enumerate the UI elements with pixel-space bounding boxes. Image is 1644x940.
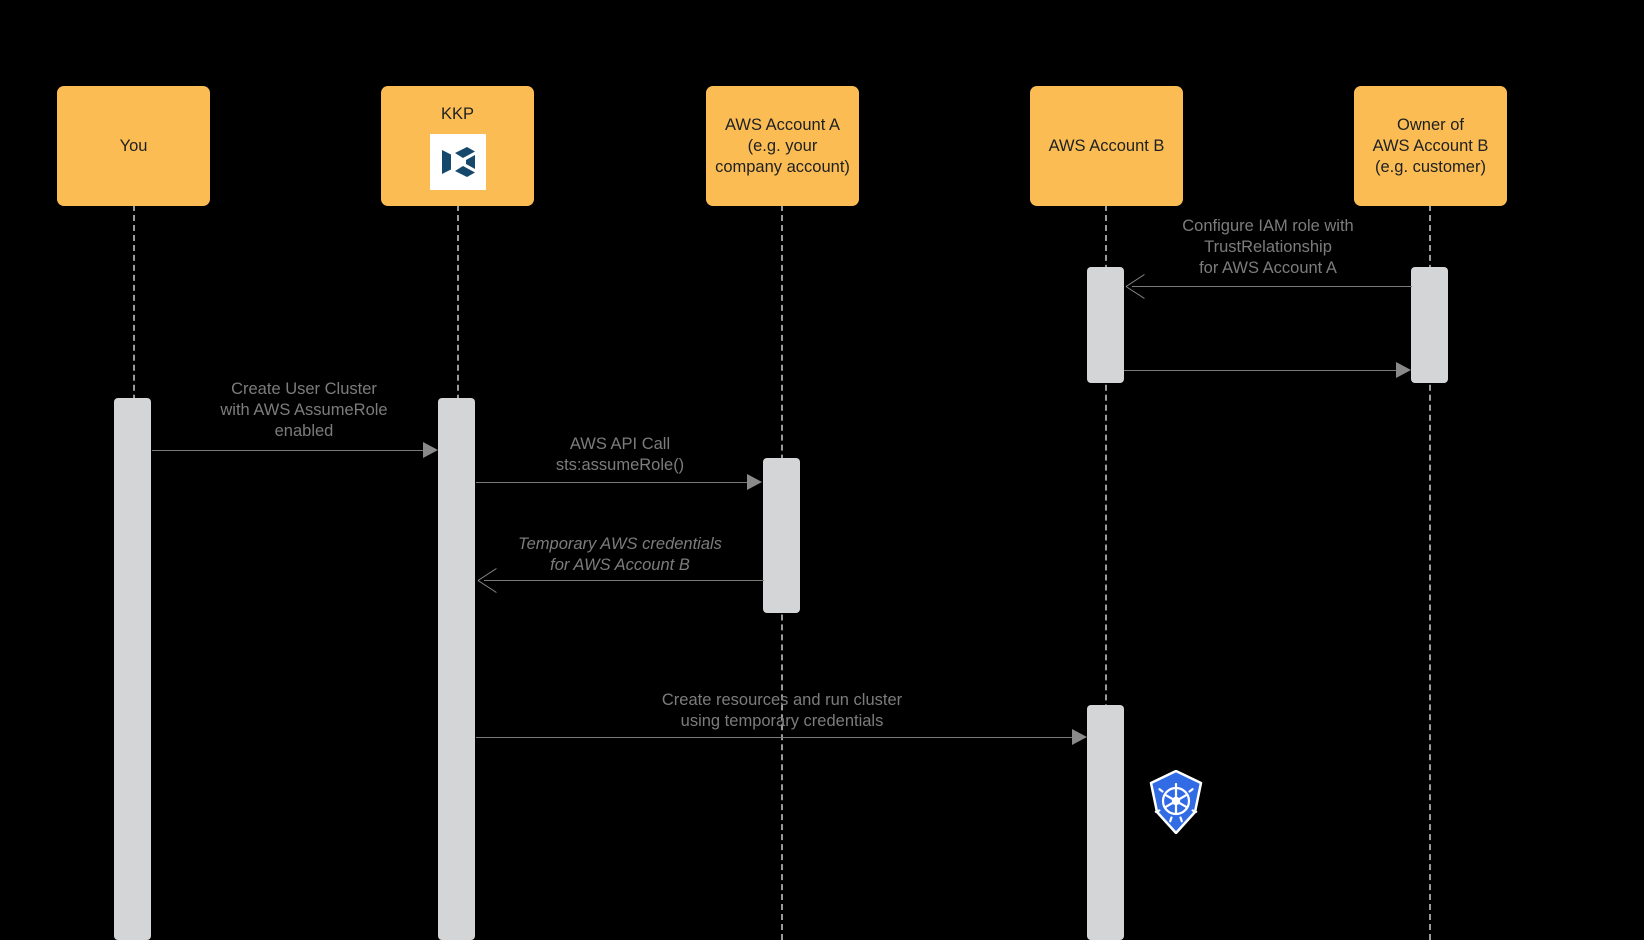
message-line-configure-iam	[1132, 286, 1412, 287]
message-arrowhead-aws-api-call	[747, 474, 762, 490]
activation-kkp	[438, 398, 475, 940]
participant-label-owner-aws-account-b: Owner of AWS Account B (e.g. customer)	[1372, 115, 1489, 176]
participant-you[interactable]: You	[57, 86, 210, 206]
message-label-create-user-cluster: Create User Cluster with AWS AssumeRole …	[220, 380, 388, 440]
message-line-configure-iam-return	[1124, 370, 1397, 371]
activation-you	[114, 398, 151, 940]
message-line-temporary-credentials	[484, 580, 764, 581]
message-arrowhead-configure-iam	[1126, 273, 1146, 299]
participant-label-aws-account-a: AWS Account A (e.g. your company account…	[715, 115, 850, 176]
activation-owner-b	[1411, 267, 1448, 383]
message-line-create-user-cluster	[152, 450, 424, 451]
participant-label-you: You	[119, 136, 148, 155]
activation-account-a	[763, 458, 800, 613]
message-line-create-resources	[476, 737, 1073, 738]
participant-aws-account-a[interactable]: AWS Account A (e.g. your company account…	[706, 86, 859, 206]
message-label-aws-api-call: AWS API Call sts:assumeRole()	[555, 435, 685, 474]
message-label-configure-iam: Configure IAM role with TrustRelationshi…	[1182, 217, 1354, 277]
participant-label-kkp: KKP	[440, 105, 475, 123]
activation-account-b-bottom	[1087, 705, 1124, 940]
message-arrowhead-create-resources	[1072, 729, 1087, 745]
lifeline-owner-b	[1429, 205, 1431, 940]
message-arrowhead-configure-iam-return	[1396, 362, 1411, 378]
message-label-create-resources: Create resources and run cluster using t…	[661, 691, 903, 730]
message-label-temporary-credentials: Temporary AWS credentials for AWS Accoun…	[518, 535, 722, 574]
message-arrowhead-temporary-credentials	[478, 567, 498, 593]
participant-label-aws-account-b: AWS Account B	[1048, 136, 1165, 155]
kubernetes-logo-icon	[1147, 769, 1205, 835]
participant-aws-account-b[interactable]: AWS Account B	[1030, 86, 1183, 206]
message-line-aws-api-call	[476, 482, 748, 483]
kkp-logo-icon	[429, 134, 486, 190]
participant-kkp[interactable]: KKP	[381, 86, 534, 206]
lifeline-account-b	[1105, 205, 1107, 940]
activation-account-b-top	[1087, 267, 1124, 383]
message-arrowhead-create-user-cluster	[423, 442, 438, 458]
participant-owner-aws-account-b[interactable]: Owner of AWS Account B (e.g. customer)	[1354, 86, 1507, 206]
